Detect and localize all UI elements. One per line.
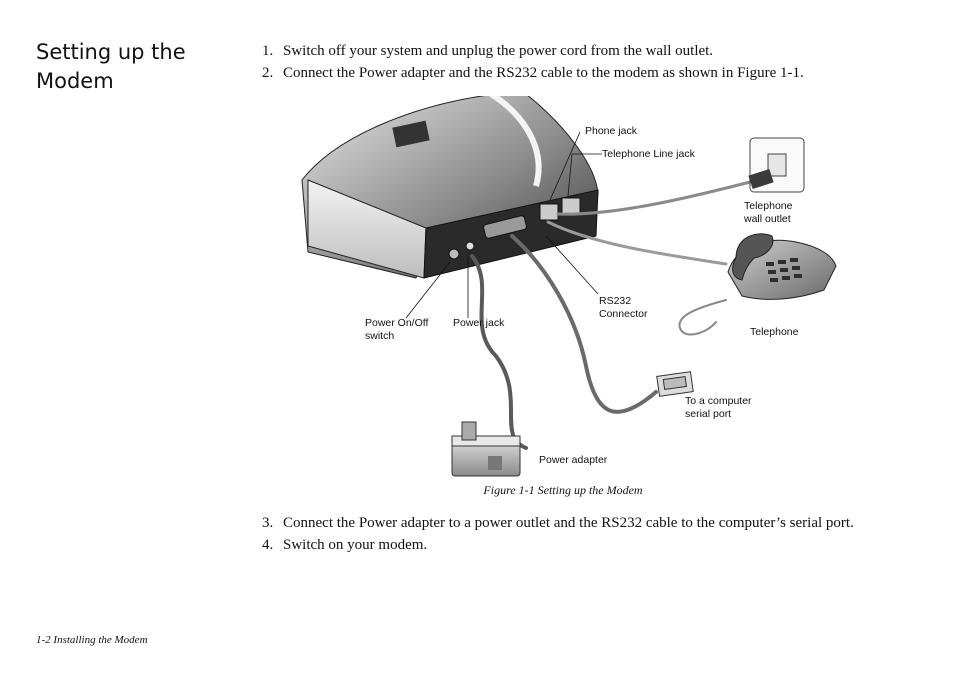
label-power-adapter: Power adapter [539, 454, 608, 466]
step-number: 3. [262, 515, 274, 531]
step-number: 2. [262, 65, 274, 81]
step-text: Connect the Power adapter and the RS232 … [283, 65, 804, 81]
step-text: Switch on your modem. [283, 537, 428, 553]
step-item: 3. Connect the Power adapter to a power … [262, 512, 872, 534]
section-heading-line1: Setting up the [36, 40, 186, 64]
label-power-switch-line1: Power On/Off [365, 317, 428, 329]
telephone-device [727, 233, 837, 300]
label-phone-jack: Phone jack [585, 125, 638, 137]
label-telephone: Telephone [750, 326, 799, 338]
modem-unit [301, 96, 599, 279]
label-power-jack: Power jack [453, 317, 505, 329]
phone-cable [546, 220, 728, 266]
power-cable [470, 254, 528, 450]
step-text: Switch off your system and unplug the po… [283, 43, 714, 59]
step-item: 4. Switch on your modem. [262, 534, 872, 556]
page-footer: 1-2 Installing the Modem [36, 634, 148, 646]
section-heading: Setting up the Modem [36, 38, 236, 96]
telephone-wall-outlet [748, 137, 805, 193]
figure-caption: Figure 1-1 Setting up the Modem [483, 483, 643, 497]
callout-lines [405, 131, 602, 319]
label-wall-outlet-line2: wall outlet [743, 213, 791, 225]
serial-connector [656, 371, 694, 397]
modem-setup-figure: Phone jack Telephone Line jack Telephone… [301, 96, 837, 477]
label-computer-port-line2: serial port [685, 408, 731, 420]
step-number: 1. [262, 43, 274, 59]
power-adapter-device [451, 421, 521, 477]
step-item: 2. Connect the Power adapter and the RS2… [262, 62, 872, 84]
cables [470, 178, 760, 450]
label-telephone-line-jack: Telephone Line jack [602, 148, 696, 160]
label-wall-outlet-line1: Telephone [744, 200, 793, 212]
steps-list-bottom: 3. Connect the Power adapter to a power … [262, 512, 872, 556]
step-number: 4. [262, 537, 274, 553]
steps-list-top: 1. Switch off your system and unplug the… [262, 40, 872, 84]
power-switch [448, 248, 460, 260]
power-jack [465, 241, 475, 251]
step-item: 1. Switch off your system and unplug the… [262, 40, 872, 62]
label-rs232-line2: Connector [599, 308, 648, 320]
rs232-cable [510, 234, 658, 414]
line-jack-port [561, 197, 581, 215]
label-rs232-line1: RS232 [599, 295, 631, 307]
label-power-switch-line2: switch [365, 330, 394, 342]
line-cable [556, 178, 760, 216]
step-text: Connect the Power adapter to a power out… [283, 515, 854, 531]
label-computer-port-line1: To a computer [685, 395, 752, 407]
handset-cord [678, 299, 727, 336]
section-heading-line2: Modem [36, 69, 114, 93]
phone-jack-port [539, 203, 559, 221]
brand-label [392, 120, 430, 148]
rs232-port [483, 215, 527, 239]
